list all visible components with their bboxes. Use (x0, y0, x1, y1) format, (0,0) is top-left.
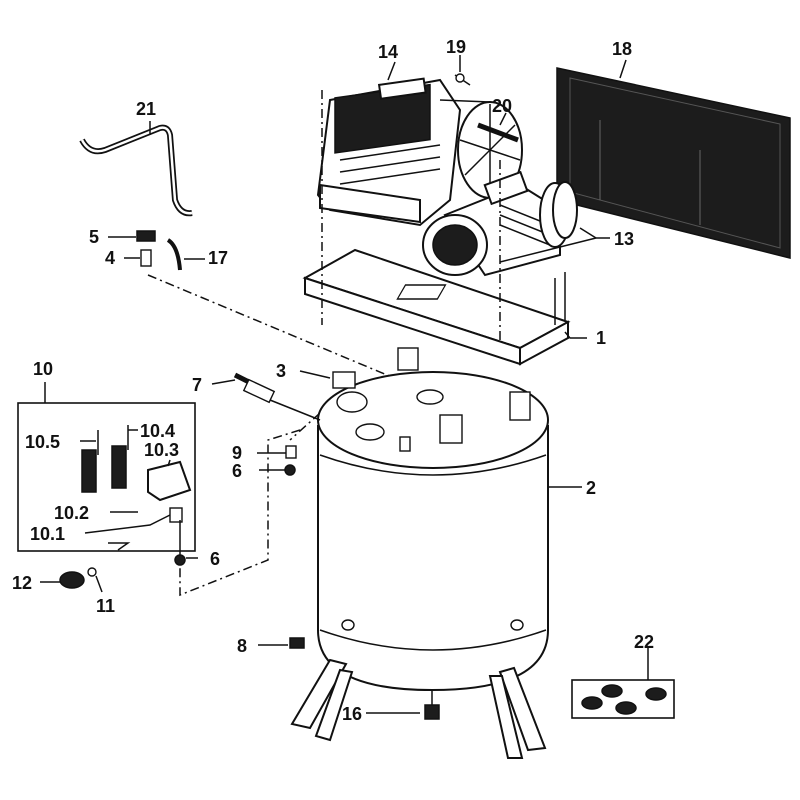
label-10-4: 10.4 (140, 421, 175, 441)
fitting-4 (140, 249, 152, 267)
label-20: 20 (492, 96, 512, 116)
label-21: 21 (136, 99, 156, 119)
rubber-feet-kit (571, 679, 675, 719)
label-1: 1 (596, 328, 606, 348)
label-22: 22 (634, 632, 654, 652)
label-10-2: 10.2 (54, 503, 89, 523)
label-9: 9 (232, 443, 242, 463)
label-19: 19 (446, 37, 466, 57)
discharge-tube (79, 124, 193, 217)
rod-20 (477, 122, 519, 143)
label-2: 2 (586, 478, 596, 498)
safety-valve-12 (59, 571, 85, 589)
label-3: 3 (276, 361, 286, 381)
nut-6-top (284, 464, 296, 476)
label-16: 16 (342, 704, 362, 724)
label-18: 18 (612, 39, 632, 59)
air-tank (317, 347, 549, 692)
label-7: 7 (192, 375, 202, 395)
drain-fitting-19 (454, 73, 471, 86)
label-5: 5 (89, 227, 99, 247)
label-10: 10 (33, 359, 53, 379)
label-8: 8 (237, 636, 247, 656)
pump-head (316, 77, 523, 227)
callout-labels: 1 2 3 4 5 6 6 7 8 9 10 10.1 10.2 10.3 10… (12, 37, 654, 724)
label-10-1: 10.1 (30, 524, 65, 544)
label-4: 4 (105, 248, 115, 268)
base-plate (302, 248, 571, 366)
label-17: 17 (208, 248, 228, 268)
check-valve-5 (136, 230, 156, 242)
label-6-bottom: 6 (210, 549, 220, 569)
pressure-switch-assembly (17, 402, 196, 555)
tube-17 (166, 238, 182, 271)
drain-plug-8 (289, 637, 305, 649)
ball-valve (233, 372, 321, 421)
drain-valve-16 (424, 690, 440, 720)
label-12: 12 (12, 573, 32, 593)
fitting-11 (87, 567, 97, 577)
alignment-lines (147, 90, 501, 597)
label-10-3: 10.3 (144, 440, 179, 460)
label-6-top: 6 (232, 461, 242, 481)
belt-guard-panel (556, 67, 791, 259)
tank-legs (290, 658, 547, 759)
fitting-9 (285, 445, 297, 459)
leader-lines (40, 55, 649, 714)
label-11: 11 (96, 596, 115, 616)
nut-6-bottom (174, 554, 186, 566)
label-10-5: 10.5 (25, 432, 60, 452)
label-14: 14 (378, 42, 398, 62)
motor (422, 170, 578, 277)
label-13: 13 (614, 229, 634, 249)
